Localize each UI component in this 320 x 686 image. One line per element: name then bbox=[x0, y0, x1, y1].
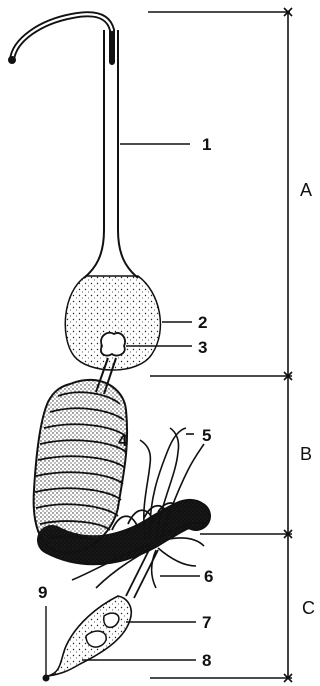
label-4: 4 bbox=[118, 431, 128, 450]
label-1: 1 bbox=[202, 135, 211, 154]
label-3: 3 bbox=[198, 338, 207, 357]
label-6: 6 bbox=[204, 567, 213, 586]
region-brackets bbox=[148, 8, 292, 682]
label-5: 5 bbox=[202, 426, 211, 445]
bulb-knot bbox=[101, 333, 125, 356]
label-8: 8 bbox=[202, 651, 211, 670]
label-7: 7 bbox=[202, 613, 211, 632]
region-label-b: B bbox=[300, 444, 312, 464]
region-labels: A B C bbox=[300, 180, 315, 618]
bulb bbox=[65, 276, 160, 370]
label-2: 2 bbox=[198, 313, 207, 332]
label-9: 9 bbox=[38, 583, 47, 602]
region-label-a: A bbox=[300, 180, 312, 200]
neck-stem bbox=[84, 30, 138, 278]
terminal-capsule bbox=[43, 548, 159, 682]
capsule-chamber-lower bbox=[86, 631, 106, 647]
region-label-c: C bbox=[302, 598, 315, 618]
neck-and-bulb bbox=[8, 14, 160, 394]
basal-dot bbox=[43, 675, 50, 682]
neck-curl bbox=[12, 14, 112, 62]
coiled-body bbox=[34, 380, 196, 553]
